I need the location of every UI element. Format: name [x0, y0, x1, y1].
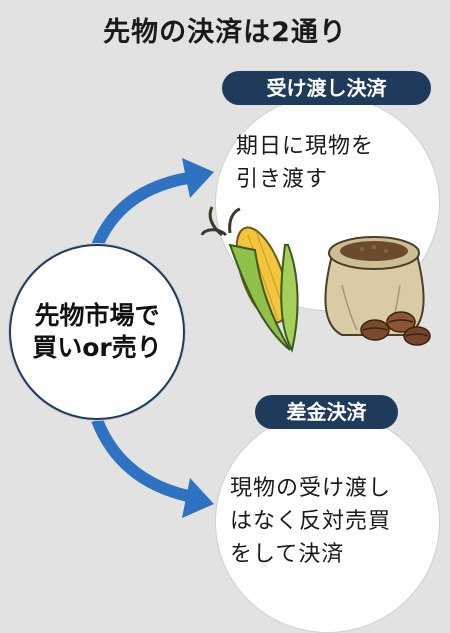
arrow-to-delivery	[91, 158, 214, 249]
origin-label: 先物市場で 買いor売り	[9, 244, 185, 420]
cash-badge: 差金決済	[255, 395, 398, 429]
origin-circle	[9, 244, 185, 420]
delivery-desc-line-2: 引き渡す	[236, 167, 329, 192]
arrow-to-cash	[91, 417, 214, 518]
origin-line-1: 先物市場で	[34, 300, 160, 330]
coffee-beans-icon	[360, 311, 431, 346]
cash-desc-line-1: 現物の受け渡し	[230, 476, 392, 501]
diagram-title: 先物の決済は2通り	[103, 17, 347, 48]
delivery-badge: 受け渡し決済	[222, 71, 431, 105]
cash-desc-line-2: はなく反対売買	[230, 509, 392, 534]
delivery-desc-line-1: 期日に現物を	[236, 134, 375, 159]
delivery-description: 期日に現物を 引き渡す	[236, 130, 426, 196]
corn-icon	[200, 206, 299, 353]
origin-line-2: 買いor売り	[32, 333, 162, 362]
cash-desc-line-3: をして決済	[230, 542, 345, 567]
cash-description: 現物の受け渡し はなく反対売買 をして決済	[230, 472, 430, 571]
cash-circle	[216, 412, 439, 632]
